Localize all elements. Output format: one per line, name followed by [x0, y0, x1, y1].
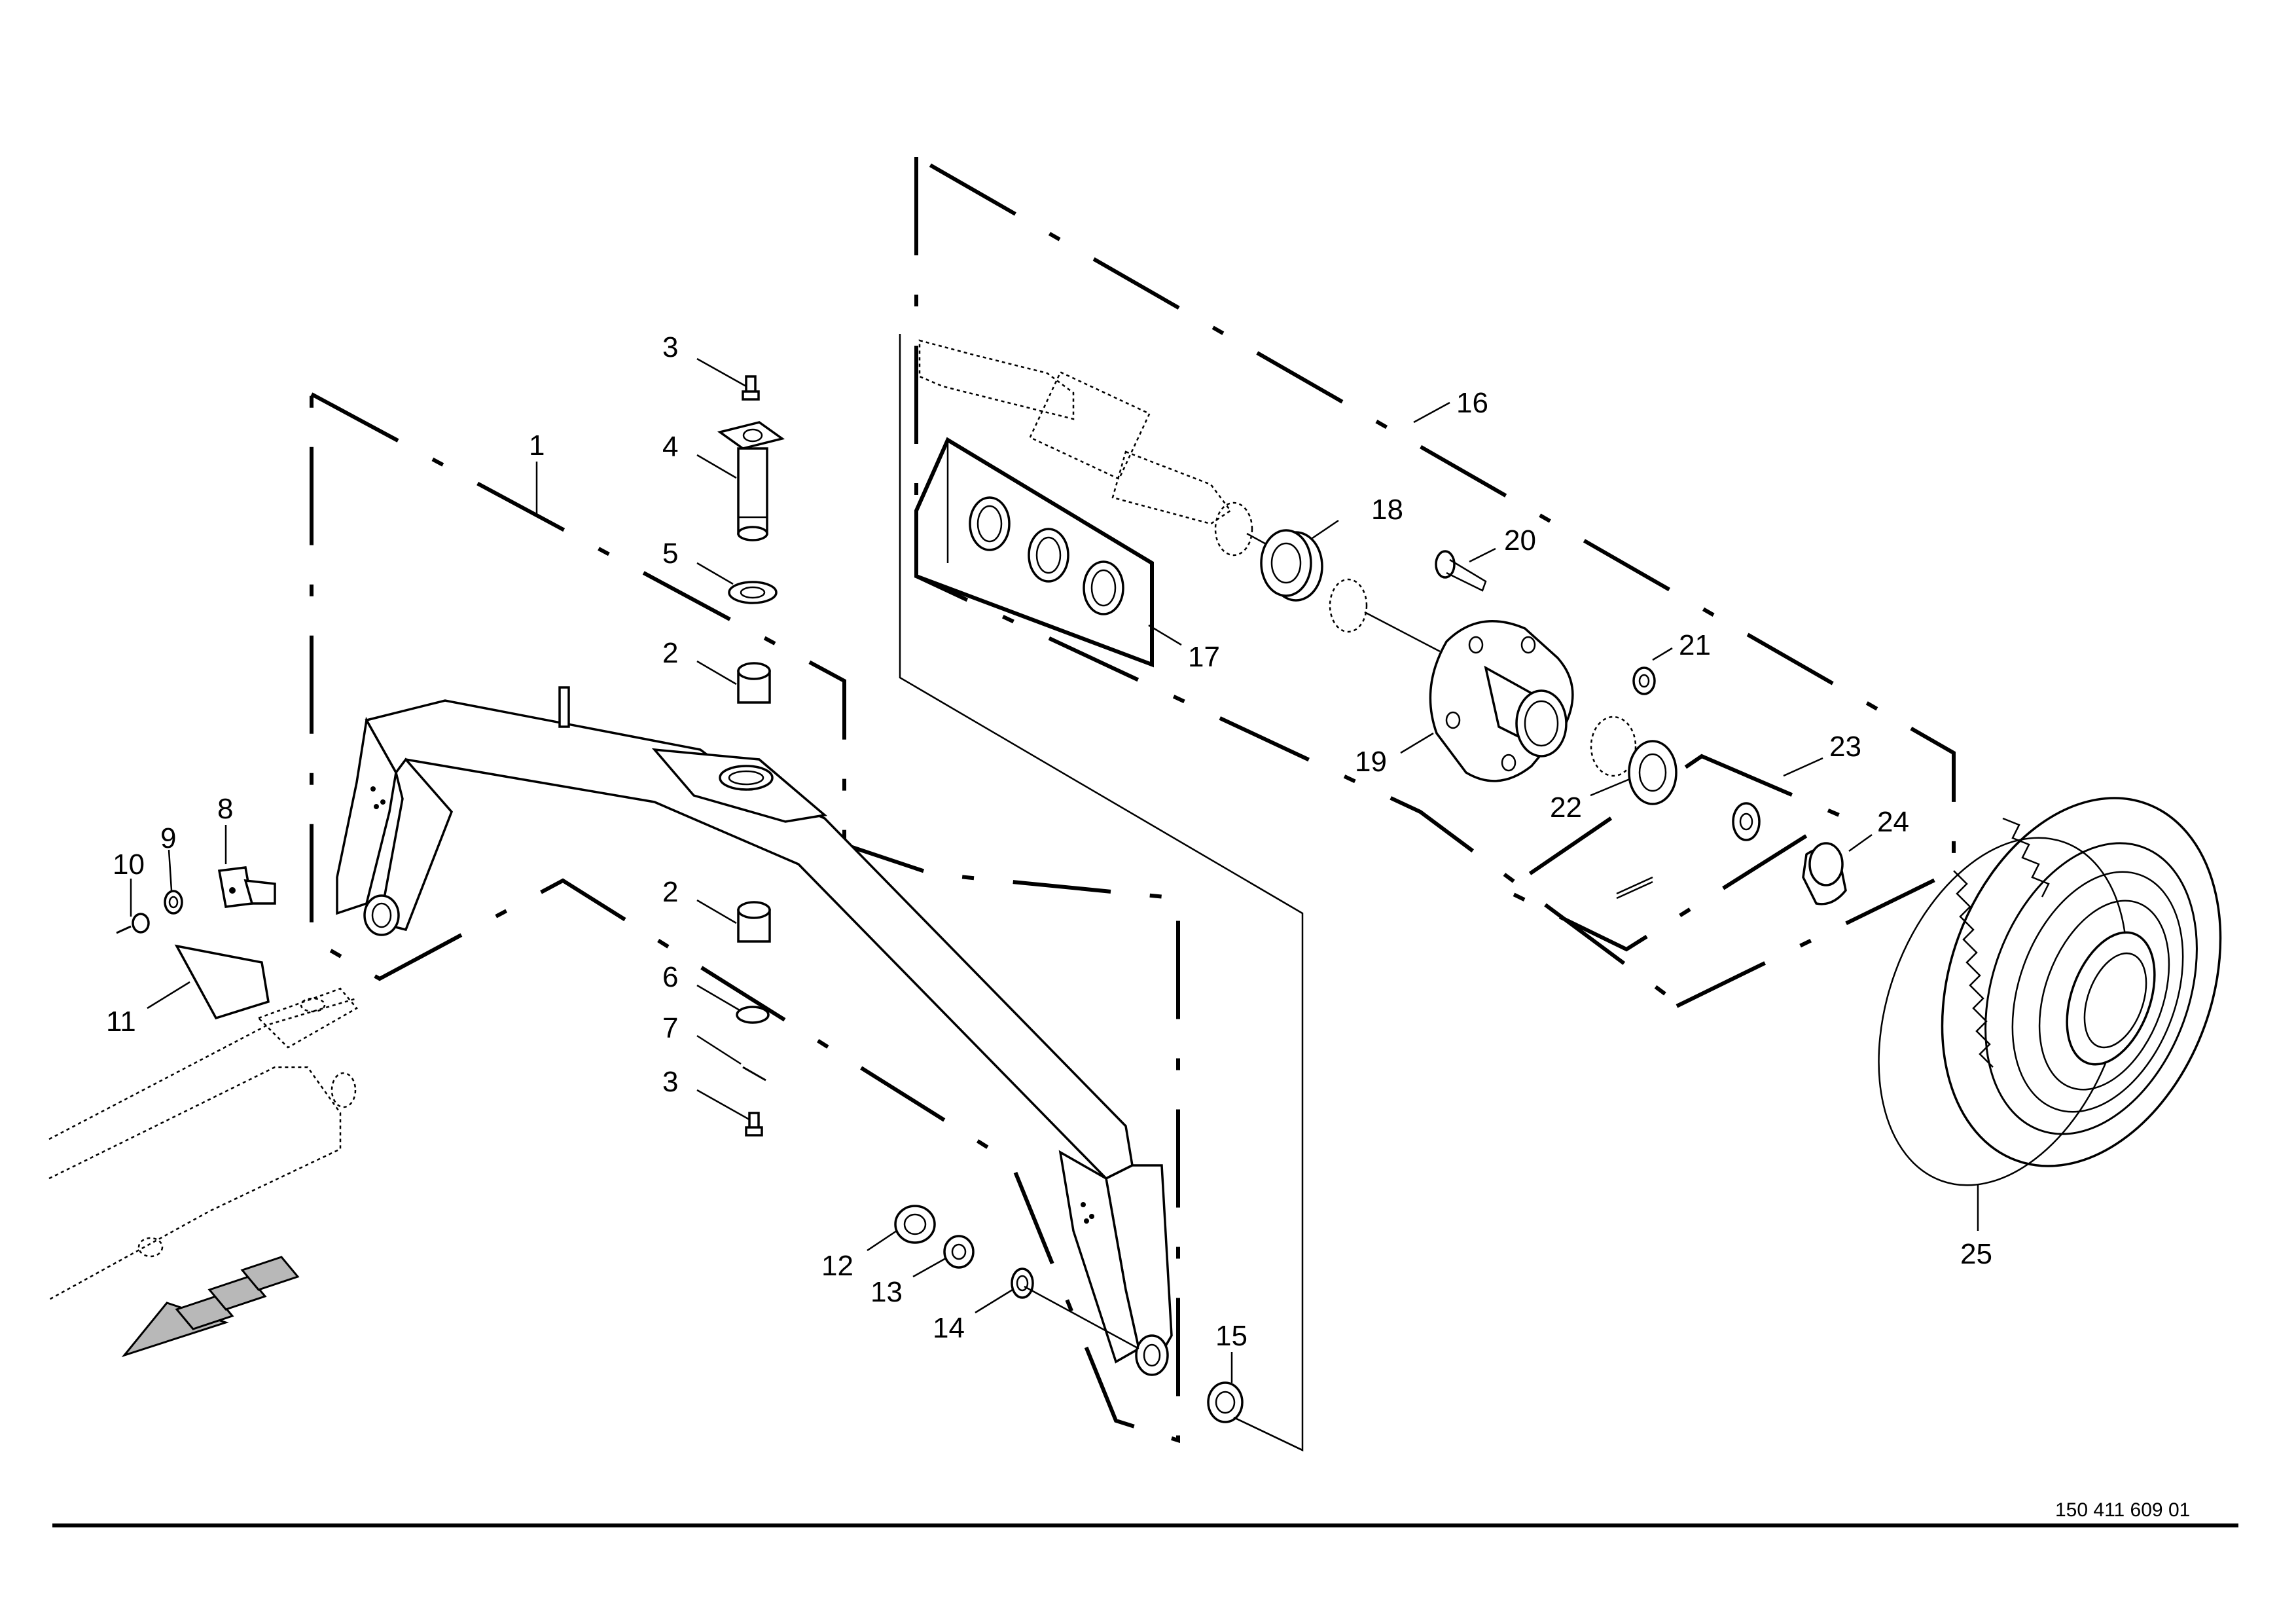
callout-6: 6: [662, 961, 678, 993]
bracket-plate: [217, 866, 276, 908]
o-ring: [736, 1006, 770, 1024]
screw: [116, 913, 150, 934]
bushing: [737, 662, 771, 704]
callout-1: 1: [529, 429, 545, 462]
hub-cap: [1802, 842, 1847, 905]
wheel-tyre: [1878, 797, 2222, 1186]
callout-9: 9: [160, 822, 176, 854]
axle-frame: [336, 686, 1173, 1376]
callout-22: 22: [1550, 792, 1582, 824]
callout-17: 17: [1188, 641, 1220, 673]
stub-axle: [918, 339, 1441, 653]
seal-ring: [1028, 528, 1069, 583]
bearing: [1260, 529, 1323, 602]
bushing: [737, 901, 771, 943]
callout-5: 5: [662, 538, 678, 570]
flanged-bushing: [894, 1205, 936, 1244]
callout-10: 10: [113, 848, 145, 881]
outer-bearing: [1590, 716, 1677, 805]
main-beam-phantom: [48, 987, 358, 1301]
washer: [1011, 1267, 1034, 1299]
document-number: 150 411 609 01: [2055, 1499, 2190, 1521]
callout-15: 15: [1215, 1320, 1247, 1352]
seal-ring: [1083, 560, 1124, 615]
callout-2: 2: [662, 876, 678, 908]
roll-pin: [742, 1066, 766, 1082]
callout-18: 18: [1371, 494, 1403, 526]
seal-ring: [969, 496, 1011, 551]
callout-12: 12: [821, 1250, 853, 1282]
pivot-pin: [717, 421, 785, 541]
seal-kit-box: [914, 437, 1154, 668]
callout-8: 8: [217, 793, 233, 825]
callout-3: 3: [662, 331, 678, 363]
callout-21: 21: [1679, 629, 1711, 661]
grease-nipple: [745, 1112, 763, 1137]
callout-14: 14: [933, 1312, 965, 1344]
callout-25: 25: [1960, 1238, 1992, 1270]
leader-lines: [130, 357, 1979, 1451]
callout-23: 23: [1829, 731, 1861, 763]
callout-16: 16: [1456, 387, 1488, 419]
wheel-hub: [1429, 620, 1574, 782]
callout-13: 13: [870, 1276, 903, 1308]
wheel-nut: [1632, 666, 1656, 695]
split-pin: [1616, 876, 1653, 900]
reflector-plate: [174, 944, 270, 1020]
assembly-boundary-wheel-hub: [914, 155, 1956, 1013]
callout-20: 20: [1504, 524, 1536, 556]
washer: [728, 581, 778, 604]
direction-arrow-icon: [121, 1256, 300, 1357]
callout-7: 7: [662, 1012, 678, 1044]
callout-24: 24: [1877, 806, 1909, 838]
callout-4: 4: [662, 431, 678, 463]
group-boundary-bearings: [1501, 754, 1844, 952]
grease-nipple: [742, 375, 760, 401]
callout-2: 2: [662, 637, 678, 669]
wheel-bolt: [1435, 550, 1487, 592]
flanged-bushing: [1207, 1381, 1244, 1423]
washer-small: [164, 890, 183, 915]
callout-labels: 1 2 2 3 3 4 5 6 7 8 9 10 11 12 13 14 15 …: [106, 331, 1992, 1352]
hex-nut: [943, 1235, 975, 1269]
callout-11: 11: [106, 1006, 136, 1038]
callout-19: 19: [1355, 746, 1387, 778]
callout-3: 3: [662, 1066, 678, 1098]
castle-nut: [1732, 802, 1761, 841]
